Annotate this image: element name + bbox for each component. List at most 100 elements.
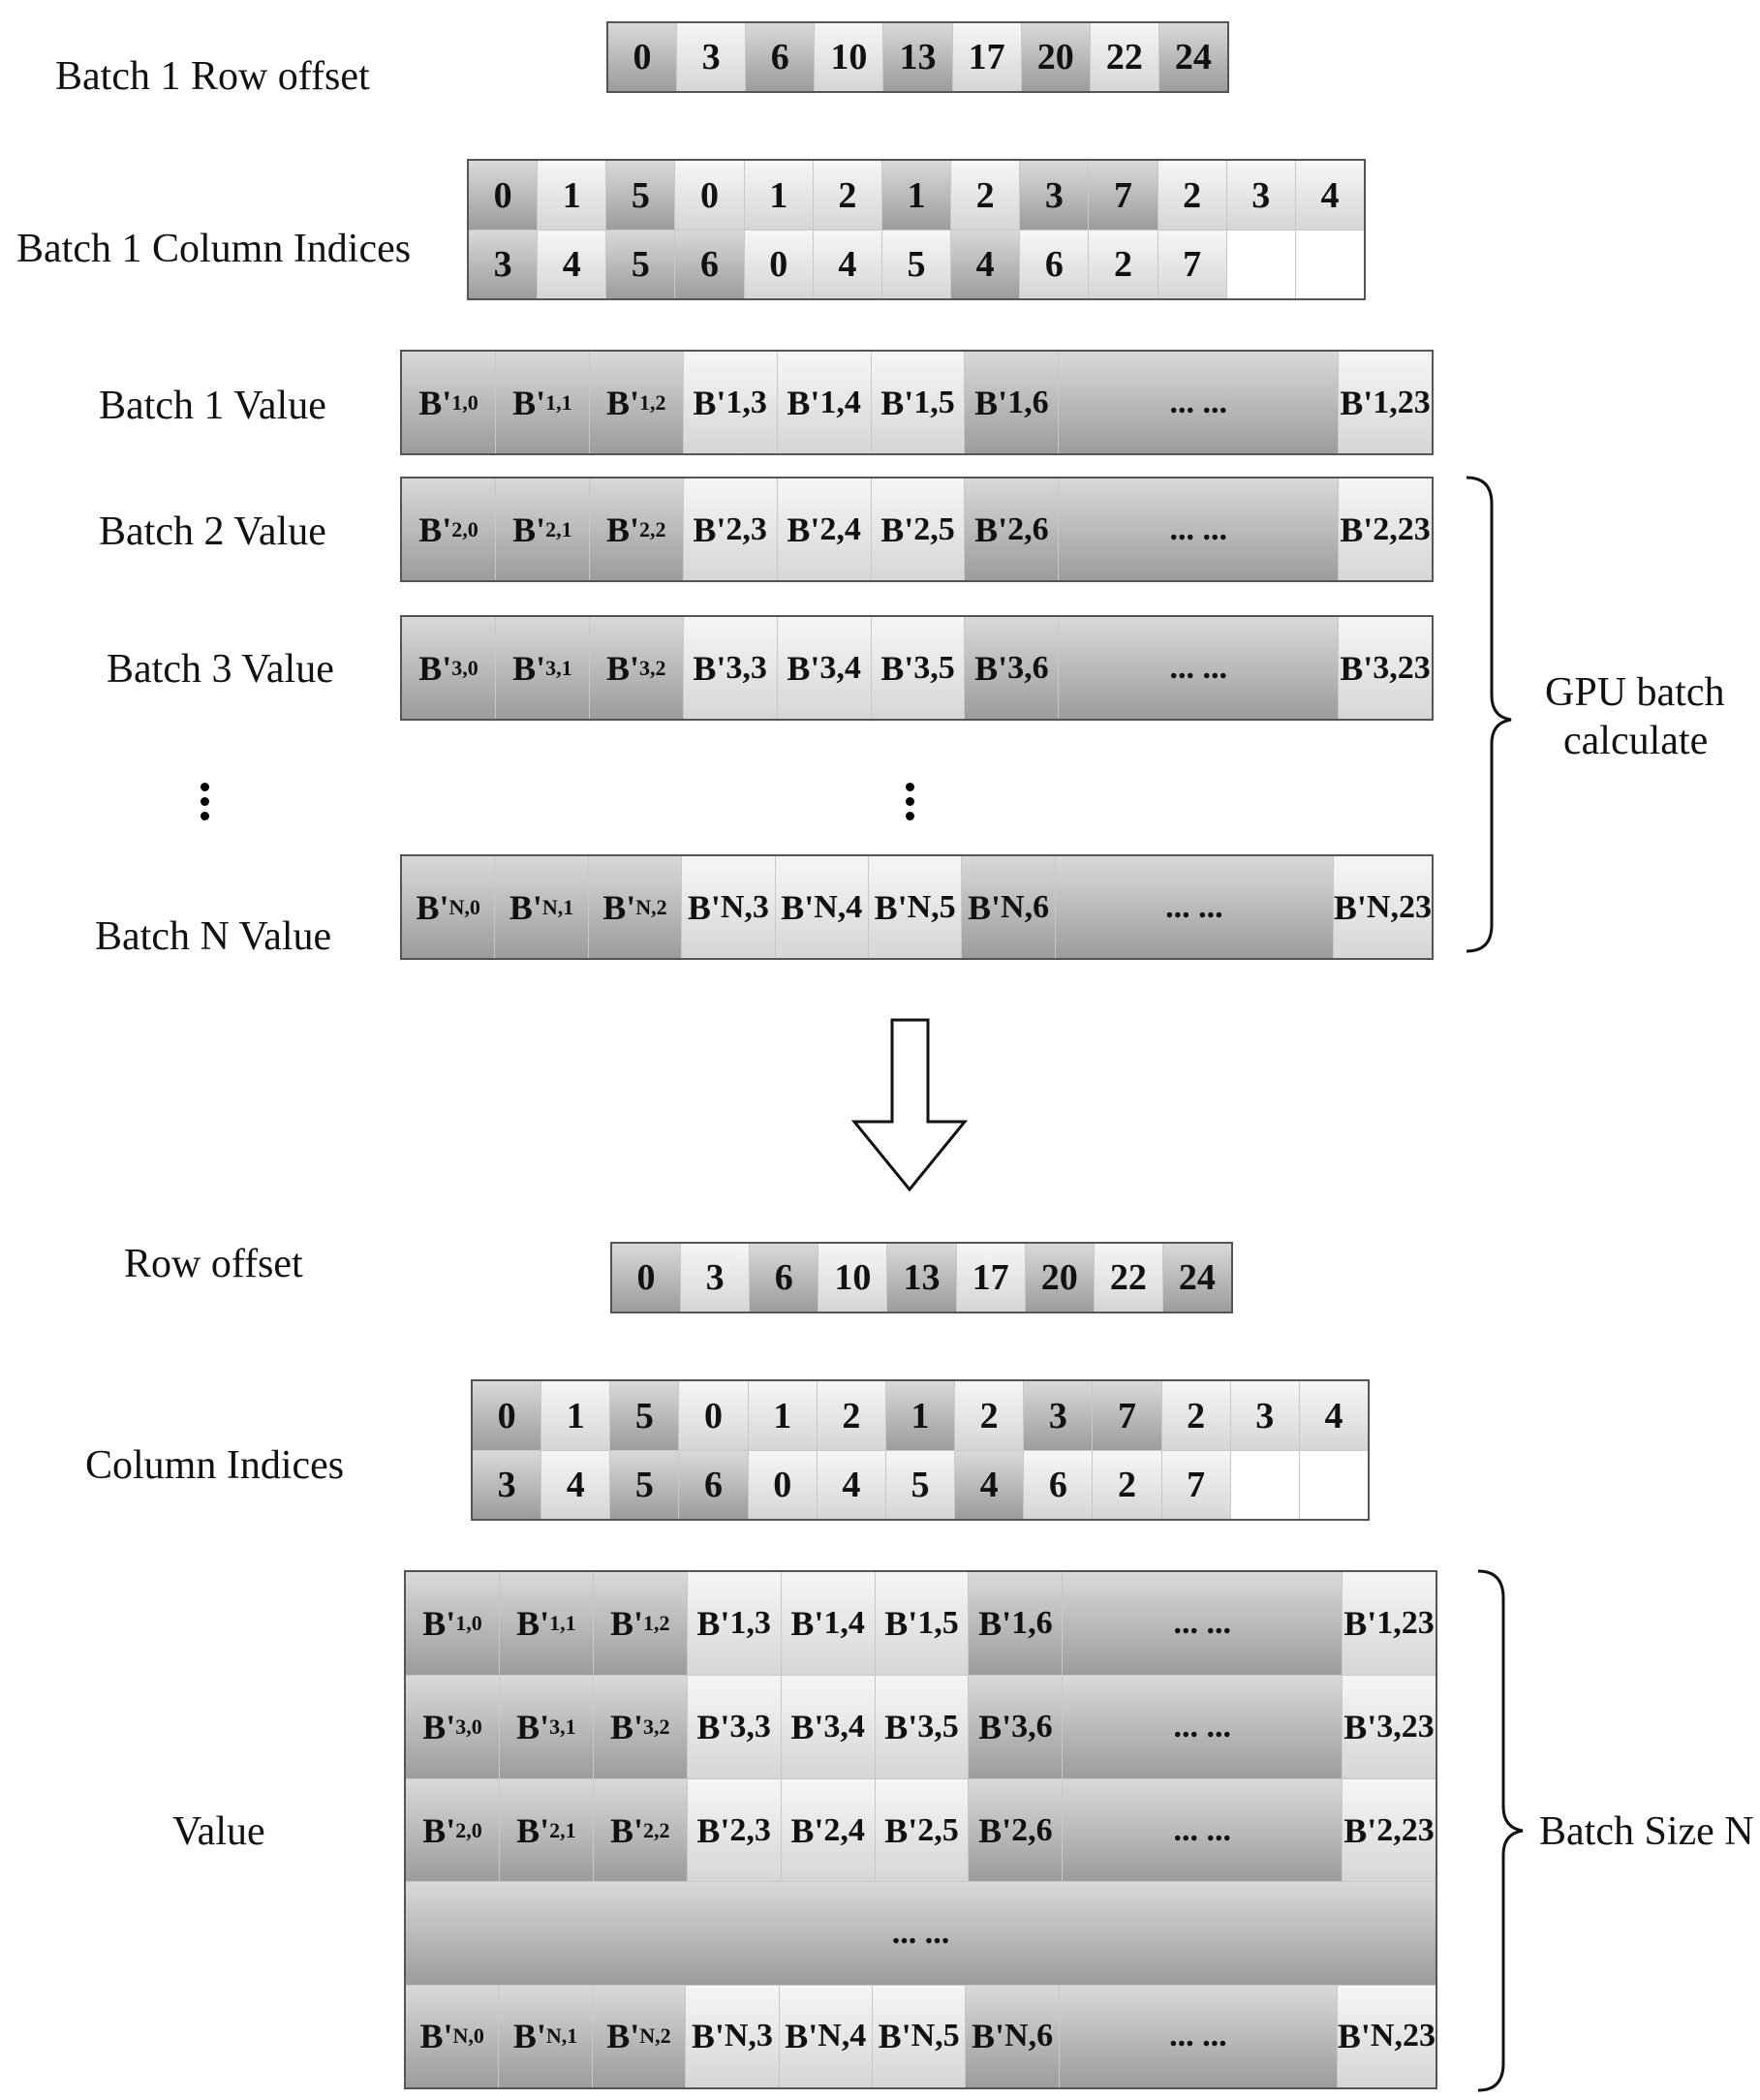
column-index-cell: 3 (1019, 161, 1089, 230)
column-index-cell: 5 (609, 1450, 679, 1519)
column-index-cell (1229, 1450, 1299, 1519)
value-cell: B'2,3 (686, 1777, 781, 1882)
value-cell: B'3,0 (402, 617, 495, 719)
row-offset-cell: 17 (955, 1244, 1025, 1312)
value-cell: B'N,2 (587, 856, 682, 958)
row-offset-cell: 20 (1020, 23, 1090, 91)
value-cell: B'1,5 (870, 352, 965, 453)
column-index-cell: 1 (747, 1381, 817, 1450)
column-index-cell: 4 (950, 230, 1020, 298)
column-index-cell: 3 (1023, 1381, 1093, 1450)
value-cell: B'N,5 (867, 856, 962, 958)
column-index-cell: 2 (954, 1381, 1024, 1450)
value-cell: B'2,0 (402, 479, 495, 580)
value-cell: B'1,3 (686, 1572, 781, 1676)
column-index-cell: 0 (473, 1381, 541, 1450)
column-index-cell: 2 (1088, 230, 1158, 298)
value-cell: B'1,2 (592, 1572, 687, 1676)
row-offset-cell: 20 (1024, 1244, 1094, 1312)
value-cell: B'3,23 (1342, 1675, 1436, 1778)
value-cell: B'1,6 (964, 352, 1059, 453)
value-label: Value (172, 1809, 265, 1854)
value-cell: B'1,5 (874, 1572, 969, 1676)
column-index-cell: 3 (1225, 161, 1295, 230)
value-cell: B'3,6 (964, 617, 1059, 719)
value-ellipsis-cell: ... ... (1058, 352, 1339, 453)
value-ellipsis-cell: ... ... (1058, 479, 1339, 580)
gpu-batch-label-line2: calculate (1563, 719, 1709, 763)
value-cell: B'2,5 (874, 1777, 969, 1882)
column-index-cell: 0 (678, 1381, 748, 1450)
column-index-cell: 2 (1160, 1381, 1230, 1450)
value-cell: B'1,0 (402, 352, 495, 453)
value-ellipsis-cell: ... ... (1062, 1675, 1343, 1778)
value-cell: B'1,3 (682, 352, 777, 453)
value-cell: B'N,23 (1332, 856, 1432, 958)
value-cell: B'N,0 (402, 856, 495, 958)
column-index-cell: 2 (950, 161, 1020, 230)
column-index-cell: 7 (1160, 1450, 1230, 1519)
row-offset-cell: 13 (886, 1244, 956, 1312)
value-cell: B'N,6 (961, 856, 1055, 958)
value-cell: B'N,4 (774, 856, 868, 958)
value-cell: B'N,6 (965, 1984, 1059, 2088)
value-cell: B'N,0 (406, 1984, 499, 2088)
value-cell: B'1,23 (1342, 1572, 1436, 1676)
column-index-cell: 1 (537, 161, 606, 230)
column-index-cell: 2 (1092, 1450, 1161, 1519)
value-ellipsis-cell: ... ... (1062, 1572, 1343, 1676)
value-cell: B'N,3 (681, 856, 775, 958)
value-cell: B'1,6 (968, 1572, 1063, 1676)
column-index-cell (1225, 230, 1295, 298)
column-index-cell: 4 (954, 1450, 1024, 1519)
value-cell: B'1,4 (780, 1572, 875, 1676)
value-cell: B'3,2 (588, 617, 683, 719)
column-index-cell: 1 (540, 1381, 610, 1450)
column-index-cell: 4 (816, 1450, 885, 1519)
row-offset-cell: 6 (745, 23, 815, 91)
row-offset-cell: 6 (749, 1244, 818, 1312)
column-index-cell: 3 (469, 230, 538, 298)
value-cell: B'3,1 (494, 617, 589, 719)
value-cell: B'1,4 (776, 352, 871, 453)
column-index-cell: 4 (1298, 1381, 1369, 1450)
column-index-cell: 2 (816, 1381, 885, 1450)
value-cell: B'2,5 (870, 479, 965, 580)
column-index-cell: 5 (609, 1381, 679, 1450)
row-offset-cell: 22 (1089, 23, 1158, 91)
column-index-cell: 3 (473, 1450, 541, 1519)
column-index-cell: 7 (1092, 1381, 1161, 1450)
value-cell: B'3,2 (592, 1675, 687, 1778)
column-index-cell: 5 (880, 230, 951, 298)
value-cell: B'N,1 (498, 1984, 592, 2088)
value-cell: B'3,6 (968, 1675, 1063, 1778)
value-ellipsis-cell: ... ... (1058, 617, 1339, 719)
batch3-value-label: Batch 3 Value (107, 647, 334, 692)
value-cell: B'N,5 (871, 1984, 966, 2088)
gpu-batch-label-line1: GPU batch (1545, 670, 1725, 715)
value-cell: B'2,2 (592, 1777, 687, 1882)
value-cell: B'3,3 (686, 1675, 781, 1778)
row-offset-cell: 10 (818, 1244, 887, 1312)
column-index-cell: 2 (1157, 161, 1226, 230)
row-offset-label: Row offset (124, 1242, 303, 1286)
value-cell: B'3,3 (682, 617, 777, 719)
column-index-cell: 6 (1019, 230, 1089, 298)
value-cell: B'3,4 (780, 1675, 875, 1778)
column-index-cell: 6 (678, 1450, 748, 1519)
batch-size-brace (1477, 1569, 1524, 2092)
column-index-cell: 1 (884, 1381, 955, 1450)
row-offset-cell: 3 (676, 23, 746, 91)
value-ellipsis-cell: ... ... (1058, 1984, 1337, 2088)
